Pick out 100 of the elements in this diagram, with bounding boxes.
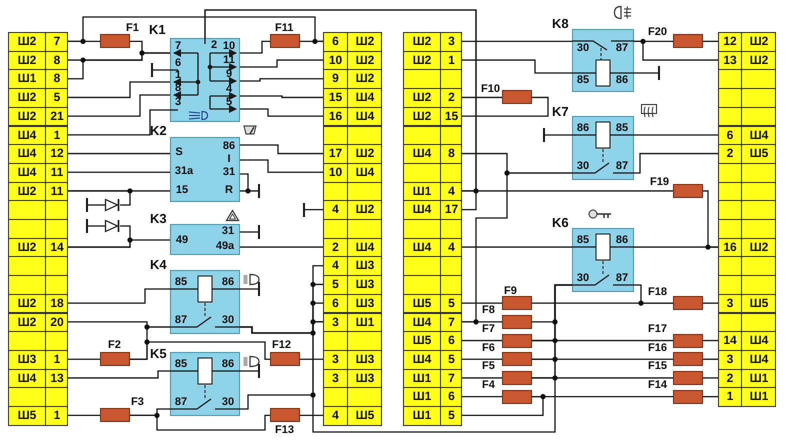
connector-code: Ш1 xyxy=(412,388,432,406)
fuse-label: F2 xyxy=(108,339,121,351)
connector-code: Ш2 xyxy=(16,89,38,106)
wire xyxy=(240,95,323,98)
connector-code: Ш3 xyxy=(354,294,376,312)
connector-row xyxy=(403,350,462,370)
terminal-label: 85 xyxy=(576,234,590,246)
relay-label: K3 xyxy=(150,211,167,226)
wire xyxy=(239,173,259,192)
pin-number: 1 xyxy=(726,388,734,406)
wire xyxy=(68,288,170,304)
fuse-label: F4 xyxy=(482,379,495,392)
connector-code: Ш3 xyxy=(354,370,376,387)
connector-row xyxy=(403,144,462,164)
terminal-label: 86 xyxy=(222,276,234,288)
connector-row xyxy=(718,387,776,407)
pin-number: 16 xyxy=(328,108,344,125)
fuse-label: F1 xyxy=(126,22,139,34)
connector-row xyxy=(8,162,68,183)
connector-row xyxy=(718,331,776,351)
wire xyxy=(305,209,323,210)
pin-number: 3 xyxy=(331,314,340,330)
wire xyxy=(68,52,170,80)
pin-number: 4 xyxy=(447,182,456,200)
pin-number: 6 xyxy=(726,126,734,144)
connector-code: Ш5 xyxy=(412,294,432,312)
connector-code: Ш2 xyxy=(354,52,376,69)
connector-row xyxy=(323,200,382,220)
fuse-label: F20 xyxy=(648,26,667,38)
wire xyxy=(702,40,718,42)
fuse-label: F18 xyxy=(648,286,667,298)
terminal-label: 86 xyxy=(222,358,234,370)
connector-row xyxy=(8,200,68,220)
connector-row xyxy=(8,106,68,126)
wire xyxy=(240,144,323,154)
pin-number: 4 xyxy=(331,201,340,218)
terminal-label: I xyxy=(227,153,231,165)
wire xyxy=(300,414,323,416)
connector-row xyxy=(8,275,68,295)
connector-code: Ш2 xyxy=(16,182,38,200)
terminal-label: 11 xyxy=(223,54,235,66)
connector-row xyxy=(718,238,776,258)
connector-row xyxy=(323,69,382,90)
pin-number: 5 xyxy=(447,350,456,368)
connector-code: Ш2 xyxy=(16,294,38,312)
pin-number: 13 xyxy=(49,370,65,387)
wire xyxy=(240,288,258,290)
terminal-label: 85 xyxy=(616,122,628,134)
connector-code: Ш5 xyxy=(748,145,770,162)
wire xyxy=(68,81,170,98)
wire xyxy=(130,414,270,431)
terminal-label: 5 xyxy=(226,96,232,108)
terminal-label: 85 xyxy=(174,276,188,288)
connector-row xyxy=(323,331,382,351)
pin-number: 17 xyxy=(328,145,344,162)
connector-row xyxy=(718,368,776,388)
relay-label: K7 xyxy=(552,104,569,119)
wire xyxy=(462,358,502,360)
wire xyxy=(702,302,718,304)
pin-number: 13 xyxy=(722,52,738,69)
connector-row xyxy=(718,312,776,332)
connector-row xyxy=(718,162,776,183)
connector-code: Ш1 xyxy=(412,182,432,200)
connector-code: Ш5 xyxy=(16,407,38,424)
fuse-label: F6 xyxy=(482,342,495,354)
connector-row xyxy=(323,294,382,314)
terminal-label: 87 xyxy=(174,396,188,408)
pin-number: 4 xyxy=(331,407,340,424)
terminal-label: 30 xyxy=(222,396,234,408)
connector-row xyxy=(8,238,68,258)
connector-code: Ш4 xyxy=(412,238,432,256)
wire xyxy=(300,40,323,42)
wire xyxy=(240,159,323,173)
wire xyxy=(153,69,170,71)
connector-row xyxy=(718,88,776,108)
terminal-label: 49a xyxy=(216,240,234,252)
fuse-label: F19 xyxy=(650,176,669,188)
pin-number: 5 xyxy=(447,407,456,424)
pin-number: 5 xyxy=(331,276,340,294)
wire xyxy=(130,341,270,360)
wire xyxy=(240,59,323,68)
pin-number: 10 xyxy=(328,52,344,69)
wire xyxy=(702,340,718,342)
terminal-label: 30 xyxy=(576,160,590,172)
wire xyxy=(462,96,502,98)
relay-label: K2 xyxy=(150,123,167,138)
terminal-label: 86 xyxy=(616,234,628,246)
terminal-label: 2 xyxy=(210,39,218,51)
connector-code: Ш3 xyxy=(354,350,376,368)
connector-code: Ш2 xyxy=(16,314,38,330)
wire xyxy=(68,152,170,154)
wire xyxy=(634,72,658,74)
connector-row xyxy=(718,350,776,370)
connector-code: Ш2 xyxy=(412,33,432,50)
connector-row xyxy=(718,294,776,314)
connector-code: Ш2 xyxy=(354,201,376,218)
connector-row xyxy=(8,387,68,407)
connector-code: Ш4 xyxy=(16,145,38,162)
pin-number: 1 xyxy=(52,350,62,368)
pin-number: 3 xyxy=(726,294,734,312)
